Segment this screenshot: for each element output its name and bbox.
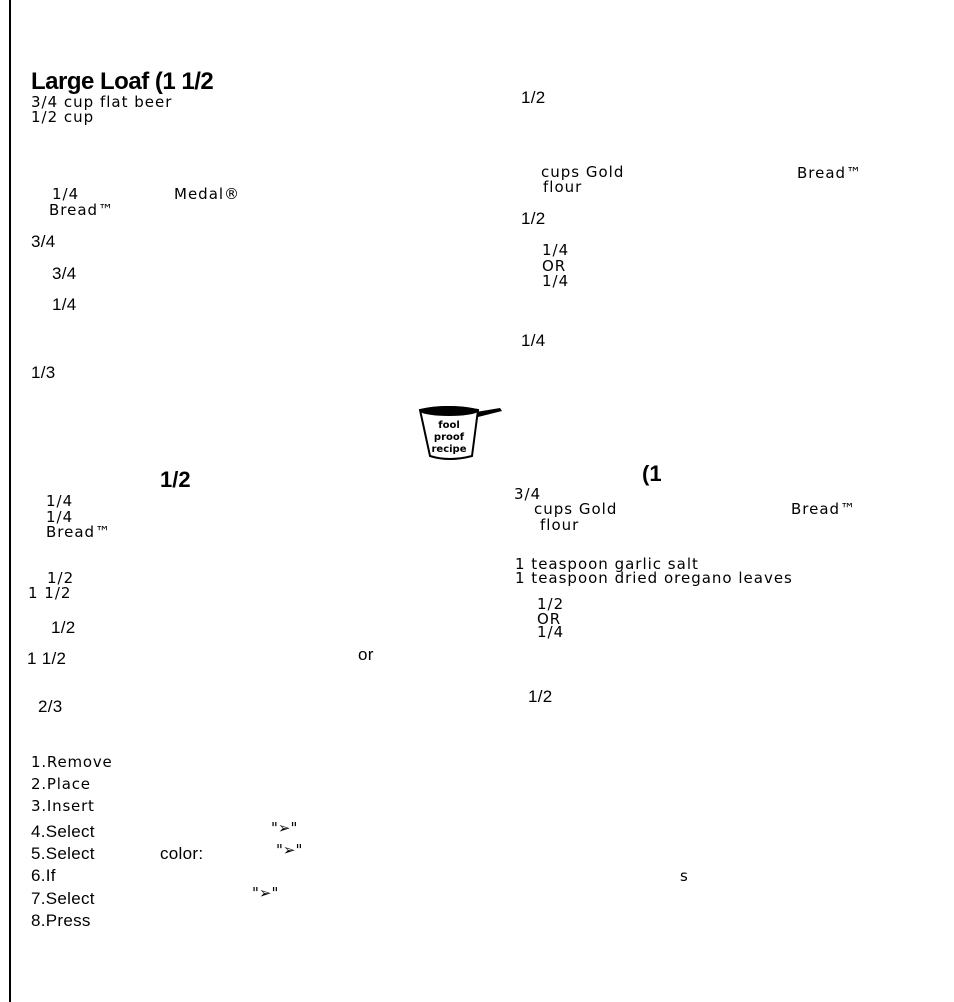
ingredient-or: or — [358, 645, 374, 664]
left-margin-rule — [9, 0, 11, 1002]
ingredient-half-cup: 1/2 cup — [31, 108, 95, 126]
ingredient-or: OR — [537, 610, 562, 628]
step-5-color: color: — [160, 844, 204, 863]
step-1: 1.Remove — [31, 753, 113, 771]
ingredient-cups-gold: cups Gold — [534, 500, 618, 518]
ingredient-quantity: 1/2 — [537, 595, 565, 613]
ingredient-bread-label: Bread™ — [46, 523, 112, 541]
ingredient-quantity: 3/4 — [514, 485, 542, 503]
logo-line-2: proof — [434, 432, 465, 443]
ingredient-bread-label: Bread™ — [791, 500, 857, 518]
ingredient-oregano: 1 teaspoon dried oregano leaves — [515, 569, 793, 587]
step-6-fragment: s — [680, 867, 688, 885]
logo-line-3: recipe — [431, 444, 466, 455]
ingredient-quantity: 3/4 — [31, 232, 56, 251]
ingredient-beer: 3/4 cup flat beer — [31, 93, 173, 111]
ingredient-quantity: 1/4 — [46, 492, 74, 510]
ingredient-quantity: 1/2 — [521, 88, 546, 107]
ingredient-quantity: 1/4 — [46, 508, 74, 526]
ingredient-quantity: 1/4 — [52, 295, 77, 314]
step-8: 8.Press — [31, 911, 91, 930]
ingredient-quantity: 1 1/2 — [28, 584, 72, 602]
ingredient-bread-label: Bread™ — [797, 164, 863, 182]
arrow-symbol: "➢" — [271, 819, 298, 837]
ingredient-quantity: 1 1/2 — [27, 649, 67, 668]
ingredient-quantity: 1/4 — [542, 272, 570, 290]
ingredient-quantity: 1/2 — [521, 209, 546, 228]
logo-line-1: fool — [438, 420, 460, 431]
ingredient-quantity: 3/4 — [52, 264, 77, 283]
ingredient-garlic-salt: 1 teaspoon garlic salt — [515, 555, 699, 573]
step-5: 5.Select — [31, 844, 95, 863]
step-4: 4.Select — [31, 822, 95, 841]
ingredient-flour: flour — [540, 516, 580, 534]
ingredient-or: OR — [542, 257, 567, 275]
ingredient-quantity: 2/3 — [38, 697, 63, 716]
section-subtitle: 1/2 — [160, 467, 191, 492]
step-2: 2.Place — [31, 775, 91, 793]
ingredient-bread-label: Bread™ — [49, 201, 115, 219]
ingredient-quantity: 1/4 — [537, 623, 565, 641]
ingredient-quantity: 1/4 — [52, 185, 80, 203]
arrow-symbol: "➢" — [252, 884, 279, 902]
step-3: 3.Insert — [31, 797, 95, 815]
arrow-symbol: "➢" — [276, 841, 303, 859]
ingredient-quantity: 1/2 — [528, 687, 553, 706]
ingredient-cups-gold: cups Gold — [541, 163, 625, 181]
measuring-cup-icon: fool proof recipe — [418, 406, 502, 460]
section-subtitle: (1 — [642, 461, 662, 486]
step-6: 6.If — [31, 866, 56, 885]
ingredient-quantity: 1/2 — [51, 618, 76, 637]
ingredient-flour: flour — [543, 178, 583, 196]
recipe-title: Large Loaf (1 1/2 — [31, 68, 214, 95]
ingredient-quantity: 1/2 — [47, 569, 75, 587]
ingredient-quantity: 1/4 — [521, 331, 546, 350]
ingredient-brand: Medal® — [174, 185, 241, 203]
step-7: 7.Select — [31, 889, 95, 908]
ingredient-quantity: 1/3 — [31, 363, 56, 382]
ingredient-quantity: 1/4 — [542, 241, 570, 259]
